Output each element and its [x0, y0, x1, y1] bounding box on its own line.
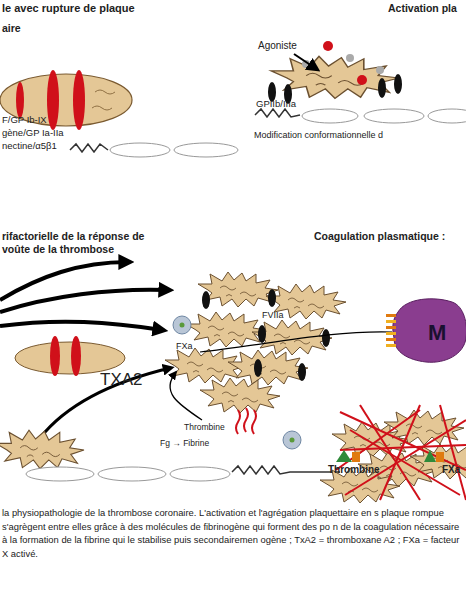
gp-receptor: [16, 82, 24, 118]
fxa-line: [200, 332, 392, 352]
fibrin-strand: [236, 408, 256, 434]
endothelial-cell: [170, 467, 230, 481]
platelet-granules: [92, 90, 115, 110]
agonist-dot: [357, 75, 367, 85]
text-label: Thrombine: [328, 464, 380, 476]
activated-platelet: [0, 430, 84, 469]
text-label: F/GP Ib-IX: [2, 114, 47, 125]
gp-receptor: [50, 336, 60, 376]
fibrinogen-core: [180, 323, 185, 328]
endothelial-cell: [302, 109, 358, 123]
text-label: le avec rupture de plaque: [2, 2, 135, 15]
text-label: GPIIb/IIIa: [256, 98, 296, 109]
cell-outline: [386, 294, 466, 366]
enzyme-symbol: [336, 450, 352, 462]
text-label: FXa: [442, 464, 460, 476]
fibrinogen-core: [290, 438, 295, 443]
figure-caption: la physiopathologie de la thrombose coro…: [2, 506, 464, 560]
amplification-arrow: [0, 290, 168, 312]
text-label: Agoniste: [258, 40, 297, 52]
text-label: Fg → Fibrine: [160, 438, 209, 448]
subendothelium-zigzag: [70, 144, 108, 152]
fibrin-mesh: [336, 405, 466, 500]
activated-platelet: [198, 272, 278, 307]
text-label: Coagulation plasmatique :: [314, 230, 445, 243]
tissue-factor-comb: [386, 332, 396, 335]
amplification-arrow: [40, 368, 170, 438]
gp-receptor: [71, 336, 81, 376]
gpiib-iiia-receptor: [258, 325, 266, 343]
text-label: FXa: [176, 341, 193, 352]
gp-receptor: [47, 70, 59, 130]
tissue-factor-comb: [386, 344, 396, 347]
text-label: Thrombine: [184, 422, 225, 432]
text-label: aire: [2, 22, 21, 35]
text-label: nectine/α5β1: [2, 140, 57, 151]
activated-platelet: [186, 312, 266, 347]
text-label: FVIIa: [262, 310, 284, 321]
gpiib-iiia-receptor: [378, 78, 386, 98]
endothelial-cell: [428, 109, 466, 123]
endothelial-cell: [98, 467, 166, 481]
text-label: Activation pla: [388, 2, 457, 15]
gpiib-iiia-receptor: [322, 329, 330, 347]
subendothelium-zigzag: [232, 466, 340, 474]
tissue-factor-comb: [386, 338, 396, 341]
endothelial-cell: [26, 467, 94, 481]
cell-body: [393, 299, 466, 362]
text-label: gène/GP Ia-IIa: [2, 127, 64, 138]
text-label: Modification conformationnelle d: [254, 130, 383, 141]
activated-platelet: [200, 378, 280, 413]
node-text: M: [428, 320, 446, 346]
enzyme-symbol: [352, 452, 360, 462]
agonist-dot: [346, 54, 354, 62]
amplification-arrow: [0, 262, 128, 300]
endothelial-cell: [174, 143, 238, 157]
gpiib-iiia-receptor: [298, 363, 306, 381]
activated-platelet: [228, 350, 308, 385]
activated-platelet: [252, 320, 332, 355]
text-label: rifactorielle de la réponse de voûte de …: [2, 230, 160, 255]
thrombin-arrow: [170, 372, 202, 420]
endothelial-cell: [110, 143, 170, 157]
tissue-factor-comb: [386, 314, 396, 317]
gpiib-iiia-receptor: [254, 359, 262, 377]
resting-platelet: [15, 342, 125, 374]
fibrinogen: [283, 431, 301, 449]
amplification-arrow: [0, 322, 162, 330]
gpiib-iiia-receptor: [394, 74, 402, 94]
fibrinogen: [173, 316, 191, 334]
enzyme-symbol: [436, 452, 444, 462]
text-label: TXA2: [100, 370, 143, 390]
agonist-dot: [323, 41, 333, 51]
tissue-factor-comb: [386, 320, 396, 323]
enzyme-symbol: [424, 450, 436, 462]
macrophage-cell: M: [386, 294, 466, 366]
tissue-factor-comb: [386, 326, 396, 329]
agonist-dot: [376, 66, 384, 74]
gpiib-iiia-receptor: [202, 291, 210, 309]
endothelial-cell: [364, 109, 424, 123]
gp-receptor: [73, 70, 85, 130]
resting-platelet: [0, 74, 132, 126]
gpiib-iiia-receptor: [268, 289, 276, 307]
subendothelium-zigzag: [255, 109, 300, 117]
agonist-arrow: [294, 54, 318, 70]
